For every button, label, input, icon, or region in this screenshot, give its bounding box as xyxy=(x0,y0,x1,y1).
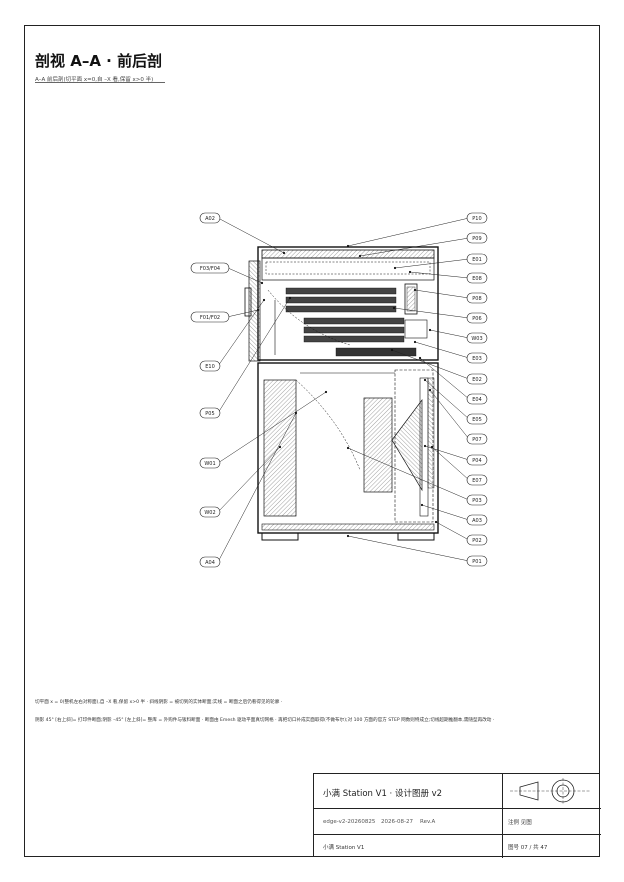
callout-e10: E10 xyxy=(199,360,221,372)
sheet-number: 图号 07 / 共 47 xyxy=(508,845,548,851)
callout-label: F01/F02 xyxy=(200,315,220,321)
callout-f03-f04: F03/F04 xyxy=(190,262,230,274)
callout-label: P01 xyxy=(472,559,481,565)
callout-label: E04 xyxy=(472,397,482,403)
callout-label: E10 xyxy=(205,364,215,370)
callout-p04: P04 xyxy=(466,454,488,466)
callout-label: P07 xyxy=(472,437,481,443)
callout-p05: P05 xyxy=(199,407,221,419)
callout-p07: P07 xyxy=(466,433,488,445)
callout-leaders xyxy=(217,217,470,563)
callout-p09: P09 xyxy=(466,232,488,244)
project-name: 小满 Station V1 xyxy=(323,845,365,851)
title-block-divider xyxy=(314,808,601,809)
callout-p10: P10 xyxy=(466,212,488,224)
callout-e03: E03 xyxy=(466,352,488,364)
callout-label: P02 xyxy=(472,538,481,544)
section-note-2: 阴影 45° [右上斜]= 打印件断面;阴影 –45° [左上斜]= 整库 = … xyxy=(35,718,495,723)
page-title: 剖视 A–A · 前后剖 xyxy=(35,52,163,70)
callout-label: P10 xyxy=(472,216,481,222)
revision: Rev.A xyxy=(420,819,436,825)
callout-label: E02 xyxy=(472,377,482,383)
callout-label: A03 xyxy=(472,518,482,524)
callout-label: A04 xyxy=(205,560,215,566)
callout-label: W03 xyxy=(471,336,482,342)
callout-label: P04 xyxy=(472,458,481,464)
title-block-divider xyxy=(502,808,503,858)
callout-w03: W03 xyxy=(466,332,488,344)
leader-dots xyxy=(256,244,438,538)
callout-a04: A04 xyxy=(199,556,221,568)
sheet-frame xyxy=(24,25,600,857)
title-block: 小满 Station V1 · 设计图册 v2 edge-v2-20260825… xyxy=(313,773,601,858)
callout-p02: P02 xyxy=(466,534,488,546)
callout-label: E05 xyxy=(472,417,482,423)
callouts-left: A02 F03/F04 F01/F02 E10 P05 W01 xyxy=(190,212,230,568)
doc-date: 2026-08-27 xyxy=(381,819,413,825)
projection-label: 注例 见图 xyxy=(508,820,532,826)
callout-p03: P03 xyxy=(466,494,488,506)
callout-w01: W01 xyxy=(199,457,221,469)
callout-p01: P01 xyxy=(466,555,488,567)
section-subtitle: A–A 前后剖(切平面 x=0,自 –X 看,保留 x>0 半) xyxy=(35,77,154,83)
callout-e01: E01 xyxy=(466,253,488,265)
callout-e04: E04 xyxy=(466,393,488,405)
callout-f01-f02: F01/F02 xyxy=(190,311,230,323)
callout-p08: P08 xyxy=(466,292,488,304)
title-block-divider xyxy=(314,834,601,835)
callout-label: W01 xyxy=(204,461,215,467)
callout-label: F03/F04 xyxy=(200,266,220,272)
lower-compartment xyxy=(257,362,439,541)
upper-compartment xyxy=(244,246,439,362)
callout-e05: E05 xyxy=(466,413,488,425)
doc-id: edge-v2-20260825 xyxy=(323,819,376,825)
callout-label: W02 xyxy=(204,510,215,516)
callout-a03: A03 xyxy=(466,514,488,526)
callout-label: E07 xyxy=(472,478,482,484)
callout-label: P05 xyxy=(205,411,214,417)
callout-e07: E07 xyxy=(466,474,488,486)
callout-label: A02 xyxy=(205,216,215,222)
callout-a02: A02 xyxy=(199,212,221,224)
callouts-right: P10 P09 E01 E08 P08 P06 W03 E03 E02 E04 … xyxy=(466,212,488,567)
section-note-1: 切平面 x = 0(整机左右对称面),自 –X 看,保留 x>0 半 · 斜线阴… xyxy=(35,700,283,705)
callout-label: P08 xyxy=(472,296,481,302)
callout-label: P06 xyxy=(472,316,481,322)
callout-label: P09 xyxy=(472,236,481,242)
projection-symbol-icon xyxy=(510,778,590,804)
callout-w02: W02 xyxy=(199,506,221,518)
callout-e08: E08 xyxy=(466,272,488,284)
subtitle-underline xyxy=(35,82,165,83)
callout-label: P03 xyxy=(472,498,481,504)
callout-e02: E02 xyxy=(466,373,488,385)
callout-label: E01 xyxy=(472,257,482,263)
project-title: 小满 Station V1 · 设计图册 v2 xyxy=(323,789,443,799)
callout-p06: P06 xyxy=(466,312,488,324)
callout-label: E08 xyxy=(472,276,482,282)
title-block-divider xyxy=(502,774,503,808)
callout-label: E03 xyxy=(472,356,482,362)
